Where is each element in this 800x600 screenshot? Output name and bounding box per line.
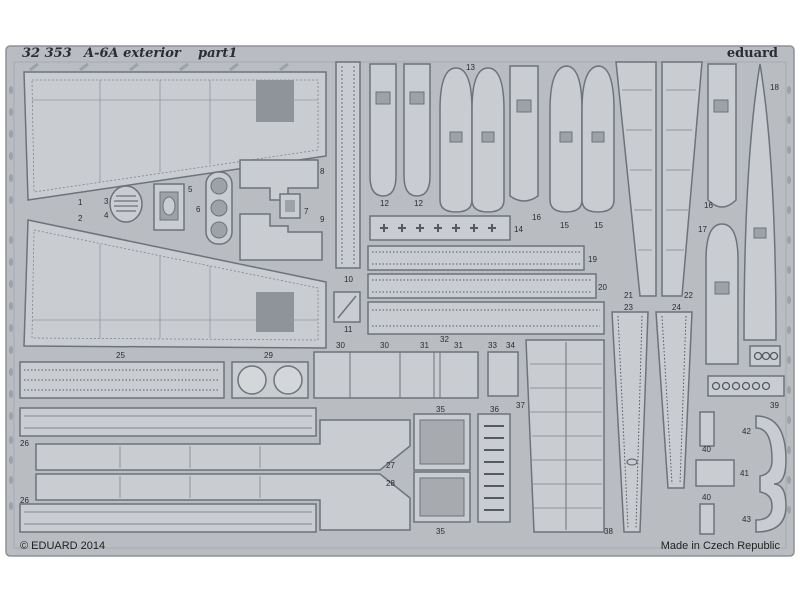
part-30-31-dividers — [349, 352, 441, 398]
part-42-43-hook — [755, 415, 787, 533]
part-label: 30 — [336, 341, 345, 350]
part-23-24-long-panels — [611, 311, 693, 533]
copyright-text: © EDUARD 2014 — [20, 540, 106, 552]
right-edge-tabs — [787, 86, 791, 514]
part-label: 21 — [624, 291, 633, 300]
part-label: 14 — [514, 225, 523, 234]
part-label: 2 — [78, 214, 83, 223]
tapered-panel-lines — [622, 89, 696, 251]
part-label: 16 — [704, 201, 713, 210]
right-pod-details — [713, 99, 767, 295]
part-label: 26 — [20, 439, 29, 448]
part-33-34-small — [487, 351, 519, 397]
part-label: 29 — [264, 351, 273, 360]
part-30-31-boxes — [313, 351, 479, 399]
panel-23-hole — [626, 458, 638, 466]
part-12-fairings — [369, 63, 431, 197]
rail-rivets — [372, 251, 600, 327]
part-label: 43 — [742, 515, 751, 524]
part-27-28-arrow-panels — [35, 419, 411, 531]
part-label: 17 — [698, 225, 707, 234]
part-26-bar-lines — [24, 415, 312, 525]
part-label: 8 — [320, 167, 325, 176]
part-label: 10 — [344, 275, 353, 284]
part-label: 42 — [742, 427, 751, 436]
part-2-wing-panel — [23, 219, 327, 349]
catalog-number: 32 353 — [22, 46, 72, 61]
part-7-8-9-frames — [239, 159, 323, 261]
part-label: 5 — [188, 185, 193, 194]
arrow-panel-dividers — [119, 446, 261, 498]
part-21-22-tapered-panels — [615, 61, 703, 297]
part-label: 3 — [104, 197, 109, 206]
part-label: 39 — [770, 401, 779, 410]
part-35-mesh-boxes — [413, 413, 471, 523]
part-19-20-rails — [367, 245, 605, 335]
sheet-title: A-6A exterior — [84, 46, 181, 61]
part-label: 34 — [506, 341, 515, 350]
pod-details — [449, 99, 605, 143]
part-10-vertical-rail — [335, 61, 361, 269]
part-label: 24 — [672, 303, 681, 312]
sheet-part: part1 — [198, 46, 238, 61]
part-1-wing-panel — [23, 62, 327, 201]
part-label: 32 — [440, 335, 449, 344]
part-6-triple-ring — [205, 171, 233, 245]
part-40-41-small-brackets — [695, 411, 735, 535]
part-11-small-plate — [333, 291, 361, 323]
part-label: 41 — [740, 469, 749, 478]
part-14-rivet-strip — [369, 215, 511, 241]
fret-inner-border — [13, 61, 787, 549]
part-label: 7 — [304, 207, 309, 216]
part-label: 28 — [386, 479, 395, 488]
part-39-clips — [707, 345, 785, 397]
part-label: 12 — [414, 199, 423, 208]
part-label: 38 — [604, 527, 613, 536]
part-25-rails — [19, 361, 225, 399]
part-label: 30 — [380, 341, 389, 350]
part-label: 26 — [20, 496, 29, 505]
part-label: 20 — [598, 283, 607, 292]
part-label: 18 — [770, 83, 779, 92]
part-label: 11 — [344, 325, 353, 334]
part-label: 35 — [436, 405, 445, 414]
part-label: 6 — [196, 205, 201, 214]
part-label: 1 — [78, 198, 83, 207]
part-label: 33 — [488, 341, 497, 350]
part-29-twin-discs — [231, 361, 309, 399]
part-label: 37 — [516, 401, 525, 410]
part-label: 22 — [684, 291, 693, 300]
origin-text: Made in Czech Republic — [660, 540, 780, 552]
part-label: 19 — [588, 255, 597, 264]
part-label: 9 — [320, 215, 325, 224]
part-label: 35 — [436, 527, 445, 536]
part-label: 13 — [466, 63, 475, 72]
part-label: 15 — [594, 221, 603, 230]
part-5-bracket — [153, 183, 185, 231]
part-label: 12 — [380, 199, 389, 208]
part-label: 31 — [420, 341, 429, 350]
part-26-long-bars — [19, 407, 317, 533]
part-label: 31 — [454, 341, 463, 350]
long-panel-rivets — [617, 315, 687, 529]
part-label: 36 — [490, 405, 499, 414]
part-label: 15 — [560, 221, 569, 230]
left-edge-tabs — [9, 86, 13, 510]
part-label: 4 — [104, 211, 109, 220]
part-label: 25 — [116, 351, 125, 360]
part-label: 40 — [702, 493, 711, 502]
part-36-ladder — [477, 413, 511, 523]
part-label: 16 — [532, 213, 541, 222]
part-label: 40 — [702, 445, 711, 454]
part-37-grid-panel — [525, 339, 605, 533]
part-number-labels: 1 2 3 4 5 6 7 8 9 10 11 12 12 13 14 15 1… — [20, 63, 779, 536]
brand-logo-text: eduard — [726, 46, 778, 61]
part-13-15-16-pods — [439, 65, 615, 213]
part-3-4-oval-grille — [109, 185, 143, 223]
part-label: 27 — [386, 461, 395, 470]
part-label: 23 — [624, 303, 633, 312]
